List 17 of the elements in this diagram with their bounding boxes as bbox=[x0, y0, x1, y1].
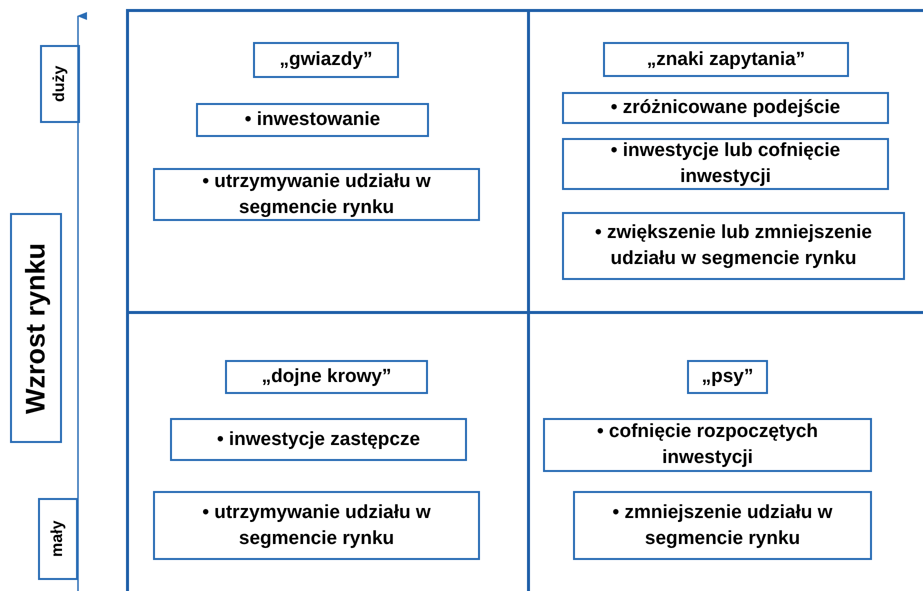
axis-label: mały bbox=[38, 498, 78, 580]
text-box: • utrzymywanie udziału w segmencie rynku bbox=[153, 168, 480, 221]
text-box: • zmniejszenie udziału w segmencie rynku bbox=[573, 491, 872, 560]
text-box: „znaki zapytania” bbox=[603, 42, 849, 77]
text-box: • inwestowanie bbox=[196, 103, 429, 137]
text-box: • cofnięcie rozpoczętych inwestycji bbox=[543, 418, 872, 472]
text-box: • utrzymywanie udziału w segmencie rynku bbox=[153, 491, 480, 560]
axis-label: duży bbox=[40, 45, 80, 123]
text-box: • inwestycje zastępcze bbox=[170, 418, 467, 461]
text-box: „psy” bbox=[687, 360, 768, 394]
quadrant-panel bbox=[126, 9, 530, 314]
axis-label: Wzrost rynku bbox=[10, 213, 62, 443]
text-box: • inwestycje lub cofnięcie inwestycji bbox=[562, 138, 889, 190]
text-box: „dojne krowy” bbox=[225, 360, 428, 394]
text-box: • zwiększenie lub zmniejszenie udziału w segmencie rynku bbox=[562, 212, 905, 280]
text-box: „gwiazdy” bbox=[253, 42, 399, 78]
text-box: • zróżnicowane podejście bbox=[562, 92, 889, 124]
